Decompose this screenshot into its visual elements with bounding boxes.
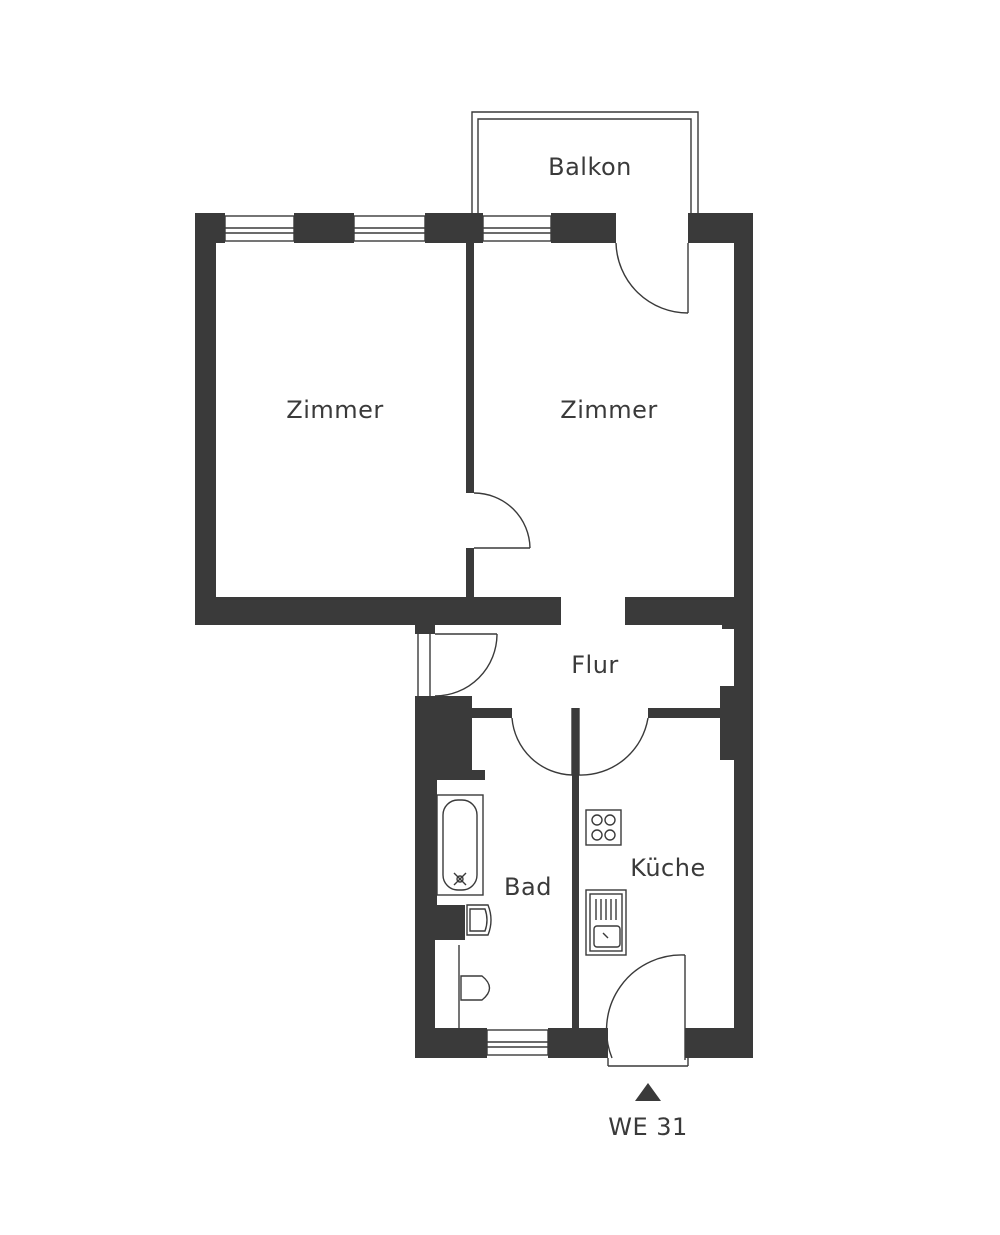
sink [585,889,627,956]
windows [224,215,552,1056]
unit-label: WE 31 [608,1113,688,1141]
stove [585,809,622,846]
room-label-zimmer-right: Zimmer [560,396,658,424]
room-label-zimmer-left: Zimmer [286,396,384,424]
room-label-bad: Bad [504,873,552,901]
room-label-kueche: Küche [630,854,705,882]
room-label-flur: Flur [571,651,619,679]
balcony [471,111,699,213]
bathtub [436,794,484,896]
toilet [458,945,491,1028]
washbasin [466,904,492,936]
doors [434,242,689,1067]
entrance-arrow-icon [635,1083,661,1101]
room-label-balkon: Balkon [548,153,632,181]
walls [195,213,753,1058]
